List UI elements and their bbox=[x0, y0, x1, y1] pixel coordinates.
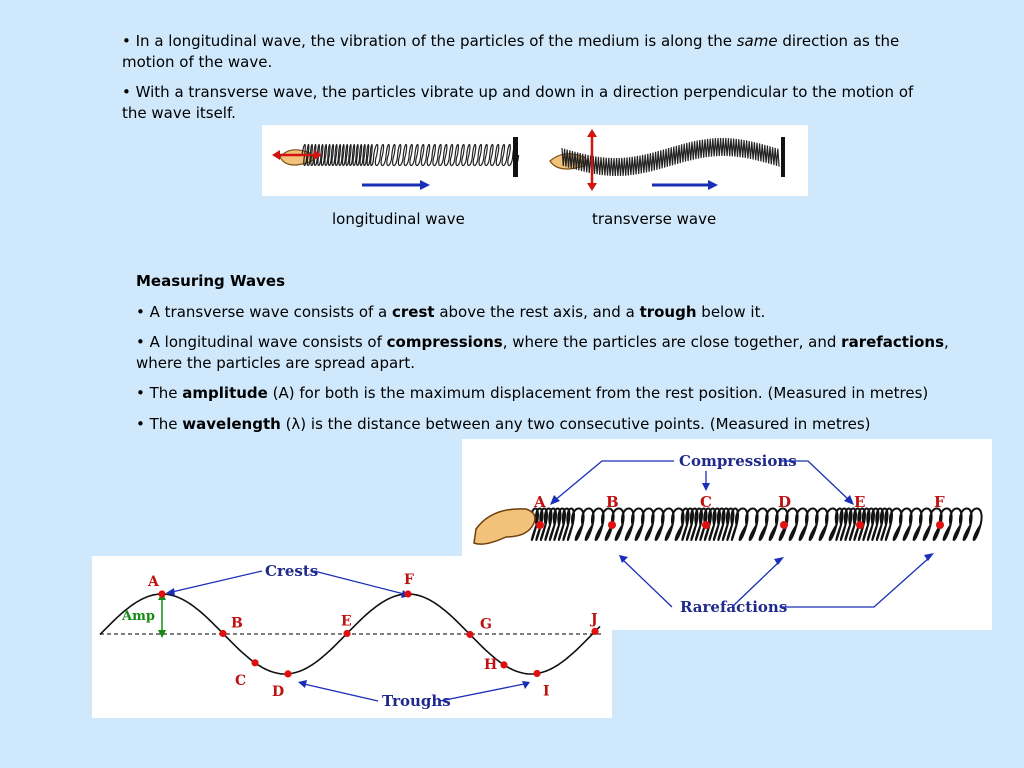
label-i: I bbox=[543, 684, 550, 700]
point-i bbox=[533, 669, 541, 678]
point-g bbox=[466, 630, 474, 639]
label-f: F bbox=[934, 493, 945, 511]
crest-trough-arrows bbox=[171, 570, 525, 702]
intro-longitudinal: • In a longitudinal wave, the vibration … bbox=[122, 32, 900, 71]
label-g: G bbox=[480, 617, 492, 633]
longitudinal-caption: longitudinal wave bbox=[332, 210, 465, 228]
label-c: C bbox=[700, 493, 712, 511]
troughs-label: Troughs bbox=[382, 692, 451, 710]
point-c bbox=[251, 659, 259, 667]
measuring-heading: Measuring Waves bbox=[136, 272, 286, 290]
rarefactions-label: Rarefactions bbox=[680, 598, 787, 616]
longitudinal-slinky bbox=[272, 137, 520, 190]
point-j bbox=[591, 627, 599, 635]
slinky-illustration bbox=[262, 125, 808, 196]
label-e: E bbox=[854, 493, 865, 511]
transverse-points: A B C D E F G H I J bbox=[147, 572, 599, 700]
point-h bbox=[500, 661, 508, 669]
wall bbox=[781, 137, 785, 177]
point-a bbox=[536, 521, 544, 529]
label-c: C bbox=[235, 673, 246, 689]
longitudinal-coil bbox=[301, 143, 520, 167]
amp-label: Amp bbox=[121, 609, 155, 624]
crests-label: Crests bbox=[265, 562, 318, 580]
bullet-compressions: • A longitudinal wave consists of compre… bbox=[136, 333, 949, 372]
wall bbox=[513, 137, 518, 177]
point-a bbox=[158, 590, 166, 598]
label-b: B bbox=[231, 616, 243, 632]
transverse-diagram: Amp Crests Troughs A B C D E F G H I J bbox=[92, 556, 612, 718]
bullet-amplitude: • The amplitude (A) for both is the maxi… bbox=[136, 384, 929, 402]
point-d bbox=[780, 521, 788, 529]
compression-coil bbox=[530, 507, 983, 541]
label-a: A bbox=[533, 493, 546, 511]
label-h: H bbox=[484, 657, 497, 673]
compressions-label: Compressions bbox=[679, 452, 797, 470]
point-b bbox=[608, 521, 616, 529]
label-f: F bbox=[404, 572, 414, 588]
point-e bbox=[343, 629, 351, 638]
transverse-slinky bbox=[549, 129, 785, 191]
longitudinal-points: A B C D E F bbox=[533, 493, 945, 529]
label-e: E bbox=[341, 614, 352, 630]
label-d: D bbox=[272, 684, 284, 700]
point-f bbox=[936, 521, 944, 529]
transverse-wave-curve bbox=[99, 593, 601, 675]
point-e bbox=[856, 521, 864, 529]
hand-icon bbox=[473, 508, 536, 545]
bullet-crest-trough: • A transverse wave consists of a crest … bbox=[136, 303, 766, 321]
transverse-caption: transverse wave bbox=[592, 210, 717, 228]
same-emphasis: same bbox=[736, 32, 778, 50]
point-b bbox=[219, 629, 227, 638]
label-j: J bbox=[589, 611, 598, 627]
label-a: A bbox=[147, 574, 160, 590]
point-d bbox=[284, 670, 292, 678]
intro-transverse: • With a transverse wave, the particles … bbox=[122, 83, 914, 122]
point-f bbox=[404, 590, 412, 598]
point-c bbox=[702, 521, 710, 529]
label-b: B bbox=[606, 493, 619, 511]
label-d: D bbox=[778, 493, 791, 511]
bullet-wavelength: • The wavelength (λ) is the distance bet… bbox=[136, 415, 871, 433]
transverse-coil bbox=[561, 137, 780, 177]
